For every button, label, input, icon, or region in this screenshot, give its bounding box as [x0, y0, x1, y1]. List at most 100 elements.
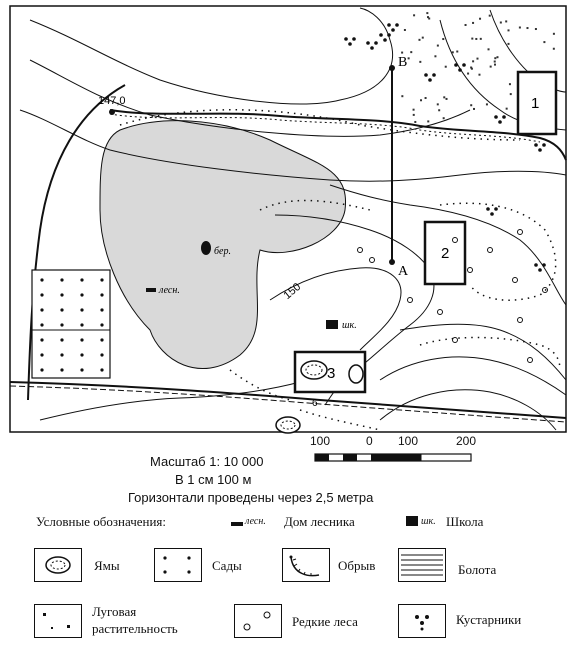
sparse-forest-mark: [437, 309, 443, 315]
sparse-forest-mark: [452, 337, 458, 343]
shrub-mark: [534, 143, 538, 147]
shrub-mark: [534, 263, 538, 267]
meadow-mark: [426, 12, 429, 15]
garden-dot: [40, 308, 44, 312]
point-a-label: А: [398, 264, 409, 279]
well-icon: бер.: [201, 241, 231, 257]
meadow-mark: [487, 48, 490, 51]
garden-dot: [60, 368, 64, 372]
meadow-mark: [436, 44, 439, 47]
sparse-forest-mark: [527, 357, 533, 363]
pit-icon: [275, 416, 301, 434]
sparse-forest-mark: [517, 229, 523, 235]
scale-bar: 100 0 100 200: [310, 434, 476, 470]
meadow-mark: [489, 65, 492, 68]
meadow-mark: [464, 23, 467, 26]
school-icon: шк.: [326, 320, 357, 331]
garden-dot: [40, 368, 44, 372]
meadow-mark: [496, 56, 499, 59]
shrub-mark: [391, 28, 395, 32]
garden-dot: [40, 293, 44, 297]
meadow-mark: [427, 120, 430, 123]
meadow-mark: [485, 103, 488, 106]
meadow-mark: [479, 37, 482, 40]
meadow-mark: [407, 57, 410, 60]
shrub-mark: [379, 33, 383, 37]
garden-dot: [100, 368, 104, 372]
sparse-forest-borders: [119, 109, 561, 431]
meadow-mark: [421, 36, 424, 39]
meadow-mark: [456, 50, 459, 53]
garden-dot: [60, 308, 64, 312]
legend-heading: Условные обозначения:: [36, 514, 167, 529]
meadow-mark: [499, 21, 502, 24]
forester-house-icon: лесн.: [146, 285, 180, 296]
spot-height: 147,0: [98, 95, 126, 107]
meadow-mark: [473, 107, 476, 110]
meadow-mark: [412, 108, 415, 111]
meadow-mark: [414, 120, 417, 123]
shrub-mark: [538, 268, 542, 272]
meadow-mark: [436, 103, 439, 106]
meadow-mark: [444, 65, 447, 68]
garden-dot: [80, 278, 84, 282]
meadow-mark: [426, 16, 429, 19]
meadow-mark: [412, 113, 415, 116]
garden-dot: [60, 278, 64, 282]
swamp-legend-label: Болота: [458, 562, 497, 577]
meadow-mark: [470, 104, 473, 107]
area-1: 1: [516, 70, 558, 136]
shrubs-legend-box: [398, 604, 446, 638]
shrub-mark: [387, 23, 391, 27]
garden-dot: [100, 293, 104, 297]
meadow-mark: [552, 47, 555, 50]
garden-dot: [60, 338, 64, 342]
shrub-mark: [538, 148, 542, 152]
meadow-mark: [442, 117, 445, 120]
shrub-mark: [458, 68, 462, 72]
cliff-legend-label: Обрыв: [338, 558, 376, 573]
shrub-mark: [494, 207, 498, 211]
meadow-mark: [505, 107, 508, 110]
cliff-legend-box: [282, 548, 330, 582]
meadow-mark: [418, 38, 421, 41]
garden-dot: [40, 353, 44, 357]
meadow-mark: [552, 32, 555, 35]
meadow-mark: [543, 41, 546, 44]
garden-dot: [100, 308, 104, 312]
meadow-legend-label-1: Луговая: [92, 604, 137, 619]
meadow-mark: [471, 37, 474, 40]
shrub-mark: [348, 42, 352, 46]
meadow-mark: [445, 97, 448, 100]
meadow-mark: [401, 95, 404, 98]
meadow-mark: [526, 27, 529, 30]
garden-dot: [80, 308, 84, 312]
pits-legend-label: Ямы: [94, 558, 120, 573]
forester-legend-icon: [231, 522, 243, 526]
meadow-mark: [419, 60, 422, 63]
vegetation-symbols: [344, 12, 555, 363]
legend: Масштаб 1: 10 000 В 1 см 100 м Горизонта…: [34, 434, 522, 638]
meadow-mark: [451, 51, 454, 54]
meadow-mark: [507, 29, 510, 32]
meadow-legend-box: [34, 604, 82, 638]
meadow-mark: [478, 73, 481, 76]
meadow-mark: [413, 14, 416, 17]
meadow-mark: [494, 57, 497, 60]
meadow-mark: [509, 93, 512, 96]
meadow-mark: [472, 21, 475, 24]
topographic-map: В А 147,0 150 бер. лесн. шк. 1 2 3 6: [9, 5, 567, 434]
school-legend-label: Школа: [446, 514, 484, 529]
meadow-mark: [518, 26, 521, 29]
shrub-mark: [486, 207, 490, 211]
swamp-legend-box: [398, 548, 446, 582]
meadow-mark: [488, 14, 491, 17]
meadow-mark: [470, 66, 473, 69]
meadow-mark: [401, 51, 404, 54]
railway: [9, 381, 567, 423]
meadow-mark: [403, 28, 406, 31]
meadow-mark: [493, 63, 496, 66]
shrub-mark: [454, 63, 458, 67]
svg-text:2: 2: [441, 245, 449, 262]
meadow-mark: [534, 28, 537, 31]
